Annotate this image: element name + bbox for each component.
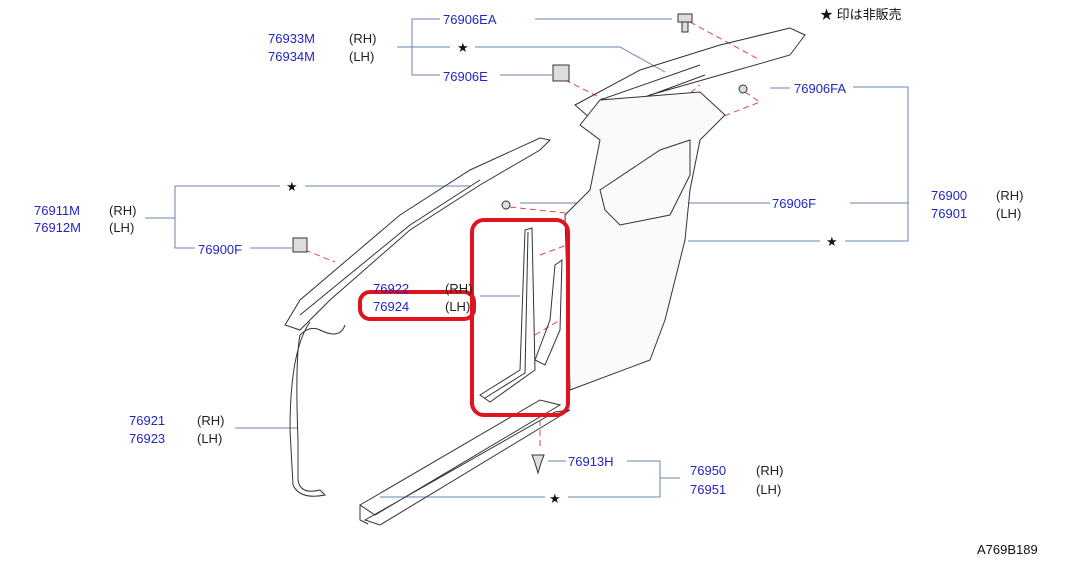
highlight-boxes: [358, 218, 570, 417]
side-lh: (LH): [349, 49, 375, 64]
side-rh: (RH): [197, 413, 225, 428]
front-pillar-trim: [284, 137, 552, 331]
center-pillar-trim: [479, 227, 536, 403]
part-number-76906FA[interactable]: 76906FA: [794, 81, 847, 96]
side-rh: (RH): [445, 281, 473, 296]
part-number-76900F[interactable]: 76900F: [198, 242, 243, 257]
weatherstrip: [289, 321, 346, 497]
side-lh: (LH): [996, 206, 1022, 221]
part-number-76934M[interactable]: 76934M: [268, 49, 315, 64]
side-rh: (RH): [996, 188, 1024, 203]
clips: [292, 13, 748, 475]
part-number-76906E[interactable]: 76906E: [443, 69, 488, 84]
part-number-76924[interactable]: 76924: [373, 299, 410, 314]
star-mark: ★: [457, 40, 469, 55]
highlight-pillar: [470, 218, 570, 417]
side-lh: (LH): [197, 431, 223, 446]
clip-icon: [531, 454, 545, 475]
clip-icon: [292, 237, 308, 253]
side-lh: (LH): [445, 299, 471, 314]
part-number-76922[interactable]: 76922: [373, 281, 410, 296]
clip-icon: [677, 13, 693, 33]
part-number-76921[interactable]: 76921: [129, 413, 166, 428]
clip-icon: [738, 84, 748, 94]
diagram-code: A769B189: [977, 542, 1038, 557]
part-number-76923[interactable]: 76923: [129, 431, 166, 446]
rear-side-trim: [564, 91, 726, 391]
part-number-76912M[interactable]: 76912M: [34, 220, 81, 235]
not-sold-note: ★ 印は非販売: [820, 7, 902, 22]
star-mark: ★: [826, 234, 838, 249]
highlight-label: [358, 290, 476, 321]
part-number-76950[interactable]: 76950: [690, 463, 727, 478]
clip-icon: [501, 200, 511, 210]
part-outlines: [284, 27, 806, 526]
star-mark: ★: [549, 491, 561, 506]
star-mark: ★: [286, 179, 298, 194]
part-number-76913H[interactable]: 76913H: [568, 454, 614, 469]
part-number-76933M[interactable]: 76933M: [268, 31, 315, 46]
side-rh: (RH): [349, 31, 377, 46]
side-rh: (RH): [756, 463, 784, 478]
leader-lines: [145, 18, 909, 498]
side-lh: (LH): [109, 220, 135, 235]
side-rh: (RH): [109, 203, 137, 218]
part-number-76906F[interactable]: 76906F: [772, 196, 817, 211]
part-number-76901[interactable]: 76901: [931, 206, 968, 221]
part-number-76911M[interactable]: 76911M: [34, 203, 81, 218]
clip-icon: [552, 64, 570, 82]
kicking-plate: [359, 399, 571, 526]
side-lh: (LH): [756, 482, 782, 497]
part-number-76900[interactable]: 76900: [931, 188, 968, 203]
part-number-76906EA[interactable]: 76906EA: [443, 12, 497, 27]
part-number-76951[interactable]: 76951: [690, 482, 727, 497]
